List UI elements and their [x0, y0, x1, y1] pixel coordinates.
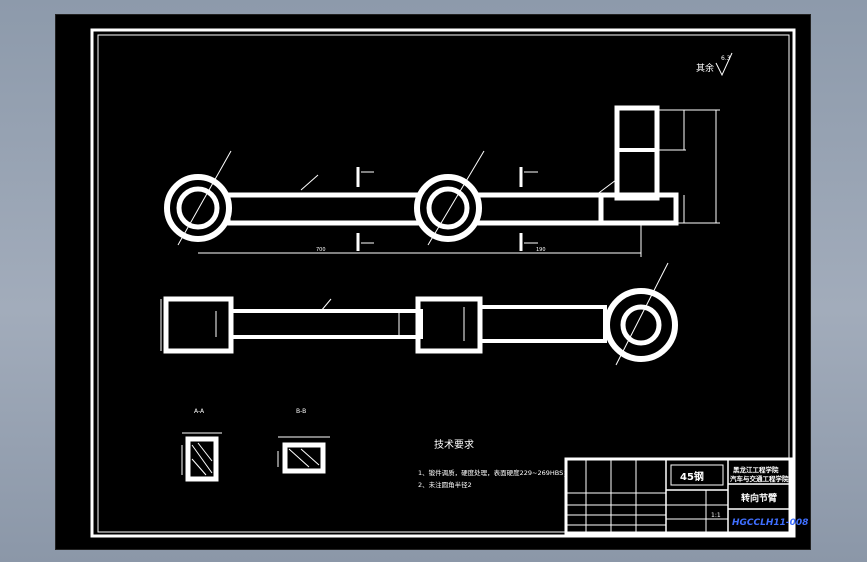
dim-text-190: 190: [536, 247, 546, 253]
section-label-a: A-A: [194, 408, 205, 415]
web-bar-right: [478, 305, 607, 343]
tech-req-line-1: 1、锻件调质，硬度处理，表面硬度229~269HBS；: [418, 468, 570, 477]
section-a-a: A-A: [181, 408, 222, 482]
cad-viewport[interactable]: 其余 6.3 700 190: [55, 14, 811, 550]
front-view: [160, 262, 678, 366]
dim-text-700: 700: [316, 247, 326, 253]
technical-requirements: 技术要求 1、锻件调质，硬度处理，表面硬度229~269HBS； 2、未注圆角半…: [418, 438, 570, 489]
roughness-note-text: 其余: [696, 62, 714, 74]
school-line-1: 黑龙江工程学院: [733, 465, 779, 474]
section-label-b: B-B: [296, 408, 306, 415]
sheet-outer-border: [90, 28, 796, 538]
bracket-vertical-part: [614, 105, 660, 201]
web-bar-left: [229, 309, 423, 339]
eye-outer: [604, 288, 678, 362]
tech-req-line-2: 2、未注圆角半径2: [418, 480, 472, 489]
roughness-note: 其余 6.3: [696, 52, 733, 77]
scale-text: 1:1: [711, 512, 721, 519]
drawing-number-text: HGCCLH11-008: [732, 518, 808, 528]
roughness-value: 6.3: [721, 55, 731, 62]
section-b-b: B-B: [277, 408, 330, 474]
arm-bar-right: [474, 192, 604, 226]
tech-req-title: 技术要求: [434, 438, 474, 451]
end-block-left: [163, 296, 234, 354]
part-name-text: 转向节臂: [741, 492, 777, 504]
boss-mid-inner: [426, 186, 470, 230]
arm-bar-left: [225, 192, 428, 226]
title-block: 45钢 黑龙江工程学院 汽车与交通工程学院 转向节臂 1:1 HGCCLH11-…: [564, 457, 808, 535]
eye-inner: [620, 304, 662, 346]
boss-left-outer: [164, 174, 232, 242]
material-text: 45钢: [680, 470, 704, 483]
engineering-drawing: 其余 6.3 700 190: [90, 28, 808, 538]
school-line-2: 汽车与交通工程学院: [730, 474, 789, 483]
sheet-inner-border: [97, 34, 790, 533]
boss-mid-outer: [414, 174, 482, 242]
top-view: 700 190: [164, 105, 720, 257]
mid-block: [415, 296, 483, 354]
boss-left-inner: [176, 186, 220, 230]
